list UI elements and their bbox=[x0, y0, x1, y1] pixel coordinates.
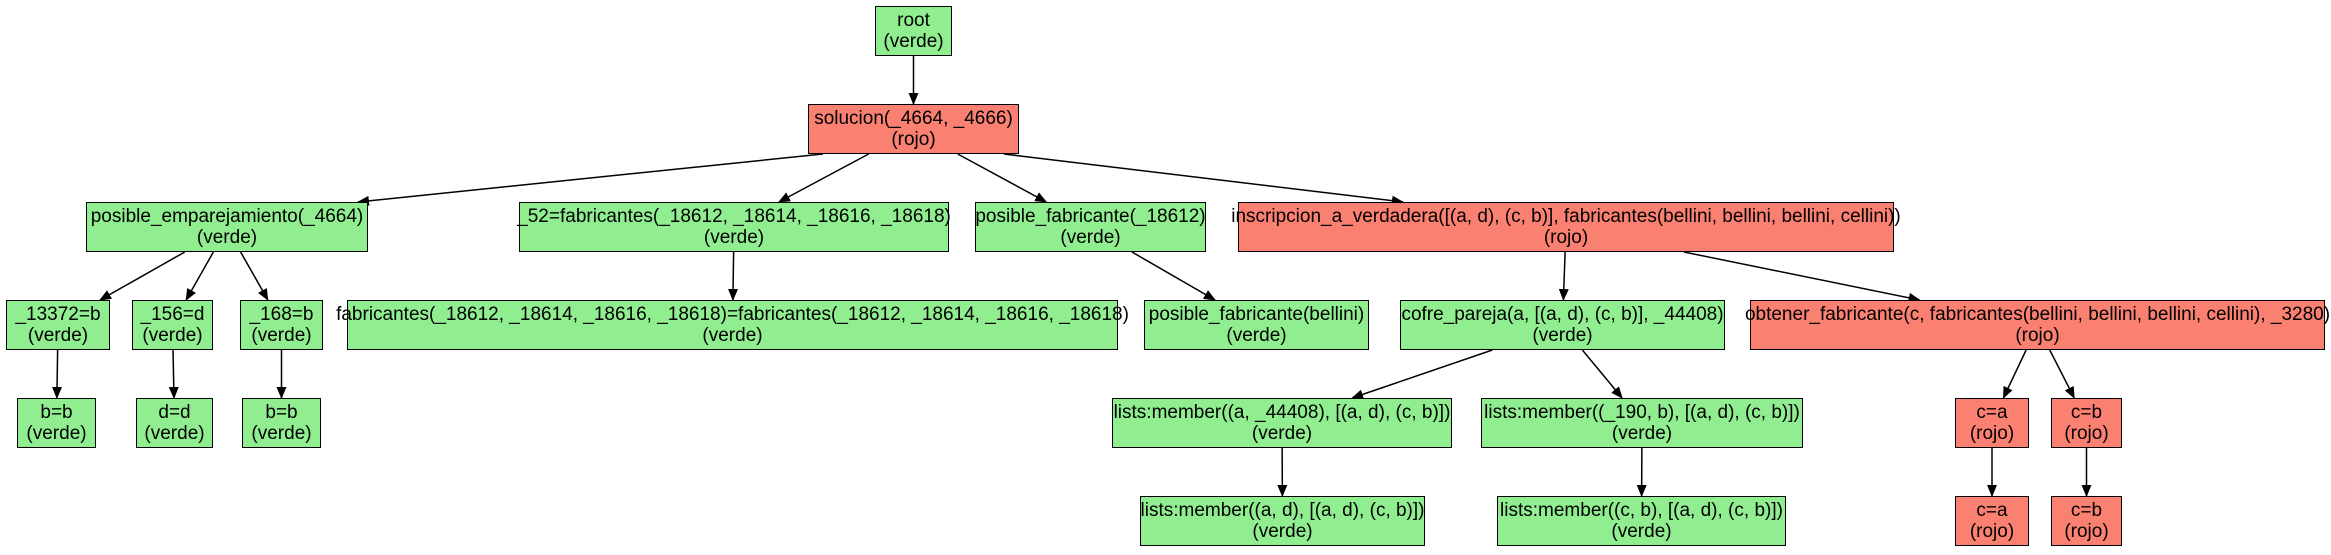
node-status: (verde) bbox=[196, 227, 258, 248]
edge-n3-n7 bbox=[99, 251, 186, 301]
node-lists-member-c-b: lists:member((c, b), [(a, d), (c, b)])(v… bbox=[1497, 496, 1786, 546]
edge-n8-n15 bbox=[168, 349, 179, 399]
node-b-eq-b: b=b(verde) bbox=[242, 398, 321, 448]
node-solucion: solucion(_4664, _4666)(rojo) bbox=[808, 104, 1019, 154]
edge-n2-n4 bbox=[777, 153, 869, 203]
edge-n5-n11 bbox=[1131, 251, 1216, 301]
node-lists-member-a: lists:member((a, _44408), [(a, d), (c, b… bbox=[1112, 398, 1452, 448]
node-status: (rojo) bbox=[2064, 423, 2109, 444]
node-label: _156=d bbox=[140, 304, 205, 325]
node-label: c=a bbox=[1976, 500, 2008, 521]
node-status: (verde) bbox=[1611, 423, 1673, 444]
node-c-eq-b: c=b(rojo) bbox=[2051, 398, 2122, 448]
node-label: b=b bbox=[265, 402, 298, 423]
node-label: c=a bbox=[1976, 402, 2008, 423]
node-label: obtener_fabricante(c, fabricantes(bellin… bbox=[1744, 304, 2331, 325]
node-label: b=b bbox=[40, 402, 73, 423]
node-posible-emparejamiento: posible_emparejamiento(_4664)(verde) bbox=[86, 202, 368, 252]
node-label: solucion(_4664, _4666) bbox=[814, 108, 1013, 129]
node-posible-fabricante: posible_fabricante(_18612)(verde) bbox=[975, 202, 1206, 252]
edge-n12-n17 bbox=[1351, 349, 1493, 400]
node-label: _168=b bbox=[249, 304, 314, 325]
node-label: c=b bbox=[2070, 402, 2103, 423]
node-13372-eq-b: _13372=b(verde) bbox=[6, 300, 110, 350]
node-lists-member-190: lists:member((_190, b), [(a, d), (c, b)]… bbox=[1481, 398, 1803, 448]
node-b-eq-b: b=b(verde) bbox=[17, 398, 96, 448]
node-label: inscripcion_a_verdadera([(a, d), (c, b)]… bbox=[1231, 206, 1901, 227]
edge-n4-n10 bbox=[728, 251, 739, 301]
node-label: lists:member((_190, b), [(a, d), (c, b)]… bbox=[1484, 402, 1800, 423]
edge-n12-n18 bbox=[1581, 349, 1623, 399]
edge-n3-n9 bbox=[239, 251, 269, 301]
edge-n7-n14 bbox=[52, 349, 63, 399]
node-lists-member-a-d: lists:member((a, d), [(a, d), (c, b)])(v… bbox=[1140, 496, 1425, 546]
node-label: c=b bbox=[2070, 500, 2103, 521]
node-label: root bbox=[897, 10, 930, 31]
node-status: (verde) bbox=[1252, 521, 1313, 542]
node-label: posible_fabricante(bellini) bbox=[1148, 304, 1365, 325]
node-c-eq-a: c=a(rojo) bbox=[1955, 398, 2029, 448]
node-status: (verde) bbox=[1060, 227, 1121, 248]
node-status: (rojo) bbox=[1969, 521, 2015, 542]
edge-n2-n3 bbox=[357, 153, 824, 206]
node-c-eq-b-leaf: c=b(rojo) bbox=[2051, 496, 2122, 546]
node-status: (rojo) bbox=[1543, 227, 1589, 248]
node-status: (rojo) bbox=[2064, 521, 2109, 542]
node-posible-fabricante-bellini: posible_fabricante(bellini)(verde) bbox=[1144, 300, 1369, 350]
node-status: (verde) bbox=[703, 227, 765, 248]
node-status: (verde) bbox=[1251, 423, 1313, 444]
edge-n3-n8 bbox=[185, 251, 215, 301]
node-label: cofre_pareja(a, [(a, d), (c, b)], _44408… bbox=[1401, 304, 1724, 325]
edge-n6-n13 bbox=[1683, 251, 1921, 303]
node-status: (verde) bbox=[251, 325, 312, 346]
node-status: (verde) bbox=[883, 31, 944, 52]
node-inscripcion-a-verdadera: inscripcion_a_verdadera([(a, d), (c, b)]… bbox=[1231, 202, 1901, 252]
node-label: d=d bbox=[158, 402, 191, 423]
node-156-eq-d: _156=d(verde) bbox=[132, 300, 213, 350]
node-label: posible_emparejamiento(_4664) bbox=[90, 206, 364, 227]
node-status: (verde) bbox=[1611, 521, 1672, 542]
node-d-eq-d: d=d(verde) bbox=[136, 398, 213, 448]
node-obtener-fabricante: obtener_fabricante(c, fabricantes(bellin… bbox=[1745, 300, 2330, 350]
node-status: (verde) bbox=[702, 325, 763, 346]
node-label: lists:member((a, _44408), [(a, d), (c, b… bbox=[1113, 402, 1451, 423]
node-status: (rojo) bbox=[1969, 423, 2015, 444]
edge-n2-n6 bbox=[1003, 153, 1404, 206]
node-cofre-pareja: cofre_pareja(a, [(a, d), (c, b)], _44408… bbox=[1400, 300, 1725, 350]
node-label: _13372=b bbox=[15, 304, 101, 325]
node-status: (verde) bbox=[27, 325, 89, 346]
node-status: (verde) bbox=[142, 325, 203, 346]
node-root: root(verde) bbox=[875, 6, 952, 56]
node-fabricantes-unify: _52=fabricantes(_18612, _18614, _18616, … bbox=[517, 202, 951, 252]
node-status: (verde) bbox=[1226, 325, 1287, 346]
node-c-eq-a-leaf: c=a(rojo) bbox=[1955, 496, 2029, 546]
node-status: (verde) bbox=[1532, 325, 1593, 346]
node-fabricantes-eq: fabricantes(_18612, _18614, _18616, _186… bbox=[336, 300, 1129, 350]
edge-n6-n12 bbox=[1558, 251, 1569, 301]
node-label: posible_fabricante(_18612) bbox=[975, 206, 1206, 227]
edge-n13-n20 bbox=[2049, 349, 2075, 399]
node-168-eq-b: _168=b(verde) bbox=[240, 300, 323, 350]
node-status: (rojo) bbox=[891, 129, 936, 150]
node-label: lists:member((c, b), [(a, d), (c, b)]) bbox=[1500, 500, 1783, 521]
node-label: fabricantes(_18612, _18614, _18616, _186… bbox=[336, 304, 1129, 325]
node-status: (verde) bbox=[251, 423, 312, 444]
node-status: (verde) bbox=[144, 423, 205, 444]
node-label: _52=fabricantes(_18612, _18614, _18616, … bbox=[517, 206, 951, 227]
edge-n2-n5 bbox=[957, 153, 1048, 203]
node-status: (verde) bbox=[26, 423, 87, 444]
edge-n13-n19 bbox=[2002, 349, 2027, 399]
node-label: lists:member((a, d), [(a, d), (c, b)]) bbox=[1140, 500, 1425, 521]
node-status: (rojo) bbox=[2015, 325, 2060, 346]
